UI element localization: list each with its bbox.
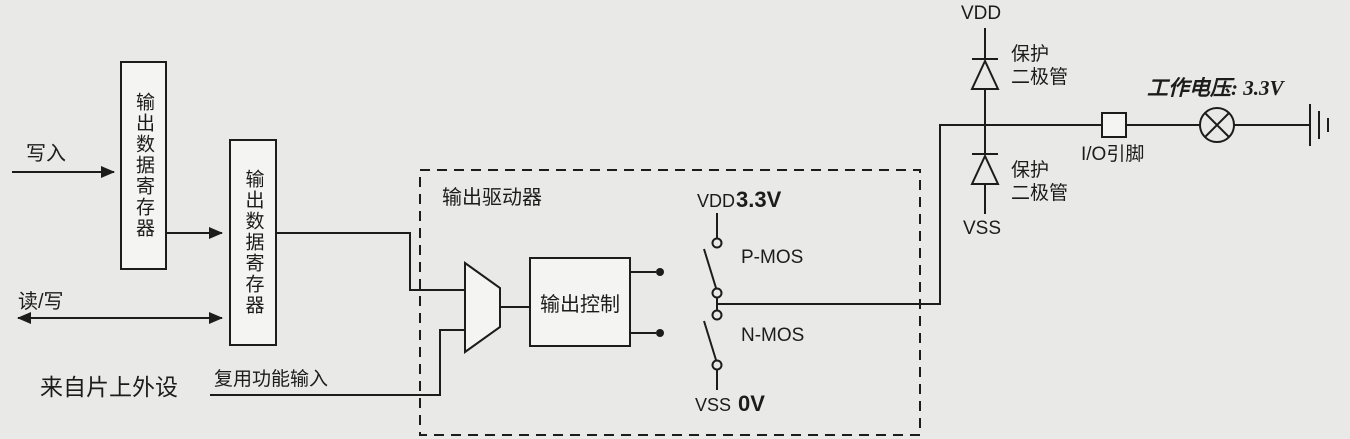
output-to-io-wire: [717, 124, 1102, 305]
protection-diode-bottom-label-1: 保护: [1011, 160, 1050, 181]
protection-diode-bottom-label-2: 二极管: [1011, 183, 1069, 204]
vss-label: VSS: [695, 395, 732, 415]
vdd-voltage-label: 3.3V: [736, 187, 782, 212]
pmos-gate-dot: [656, 268, 664, 276]
output-data-register-1-label: 输出数据寄存器: [133, 92, 154, 239]
lamp-x-icon: [1204, 112, 1230, 138]
protection-diode-bottom: [970, 153, 1000, 185]
protection-diode-top-label-2: 二极管: [1011, 67, 1069, 88]
vss-voltage-label: 0V: [738, 391, 765, 416]
output-data-register-1: 输出数据寄存器: [121, 62, 166, 269]
alt-function-wire: [210, 329, 465, 396]
nmos-label: N-MOS: [741, 325, 805, 346]
read-write-label: 读/写: [18, 291, 64, 313]
from-peripheral-label: 来自片上外设: [40, 374, 178, 400]
output-control-label: 输出控制: [540, 293, 620, 316]
output-data-register-2: 输出数据寄存器: [230, 140, 276, 345]
pmos-top-terminal: [711, 237, 723, 249]
output-data-register-1-box: [120, 61, 167, 270]
io-pin-square: [1101, 112, 1127, 138]
output-control-box: [529, 257, 631, 347]
nmos-top-terminal: [711, 309, 723, 321]
mux-shape: [464, 261, 501, 354]
nmos-gate-dot: [656, 329, 664, 337]
write-label: 写入: [26, 143, 66, 165]
protection-diode-top: [970, 58, 1000, 90]
pmos-label: P-MOS: [741, 247, 804, 268]
io-pin-label: I/O引脚: [1081, 144, 1145, 165]
ground-symbol: [1309, 104, 1329, 146]
output-driver-label: 输出驱动器: [442, 187, 542, 209]
output-driver-dashed-box: [419, 169, 921, 436]
pmos-bottom-terminal: [711, 287, 723, 299]
pmos-switch-arm: [703, 248, 717, 289]
nmos-switch-arm: [703, 320, 717, 361]
register-to-mux-wire: [276, 232, 465, 291]
vss-rail-label: VSS: [963, 218, 1002, 239]
nmos-bottom-terminal: [711, 359, 723, 371]
working-voltage-label: 工作电压: 3.3V: [1147, 76, 1284, 100]
vdd-label: VDD: [697, 191, 736, 211]
output-data-register-2-label: 输出数据寄存器: [242, 169, 264, 316]
protection-diode-top-label-1: 保护: [1011, 44, 1050, 65]
vdd-rail-label: VDD: [961, 3, 1002, 24]
alt-function-input-label: 复用功能输入: [214, 369, 329, 390]
output-data-register-2-box: [229, 139, 277, 346]
